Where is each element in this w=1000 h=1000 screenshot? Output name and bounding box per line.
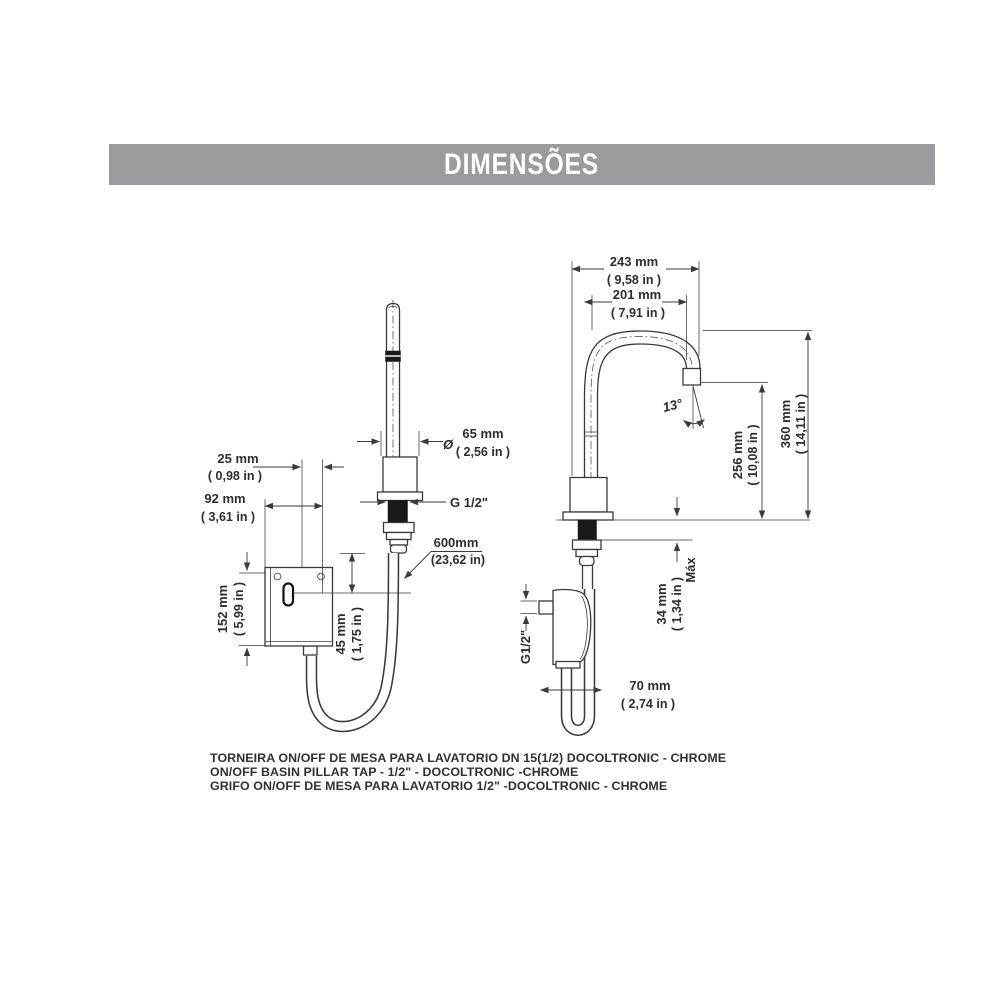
side-view-control-box xyxy=(538,565,594,669)
diameter-symbol: Ø xyxy=(443,437,454,452)
dim-201-in-text: ( 7,91 in ) xyxy=(611,306,665,320)
dim-92-mm-text: 92 mm xyxy=(204,491,245,506)
header-bar: DIMENSÕES xyxy=(109,144,935,185)
side-view-hose-loop xyxy=(560,589,596,736)
dim-34-in-text: ( 1,34 in ) xyxy=(670,577,684,631)
front-thread-label: G 1/2" xyxy=(450,495,488,510)
description-line-2: ON/OFF BASIN PILLAR TAP - 1/2" - DOCOLTR… xyxy=(210,765,579,779)
dim-243-in-text: ( 9,58 in ) xyxy=(607,273,661,287)
dim-201-mm-text: 201 mm xyxy=(613,287,661,302)
sensor-window xyxy=(282,582,295,607)
dim-152-in-text: ( 5,99 in ) xyxy=(232,582,246,636)
side-view-dimensions: 243 mm ( 9,58 in ) 201 mm ( 7,91 in ) 36… xyxy=(518,254,812,711)
dim-45-mm-text: 45 mm xyxy=(333,613,348,654)
front-view-control-box xyxy=(264,566,411,656)
dim-34-max-text: Máx xyxy=(683,557,698,583)
dim-34-mm-text: 34 mm xyxy=(654,583,669,624)
spout-angle-label: 13° xyxy=(661,395,684,415)
dim-70-mm-text: 70 mm xyxy=(629,678,670,693)
dim-45-in-text: ( 1,75 in ) xyxy=(350,607,364,661)
dim-70-in-text: ( 2,74 in ) xyxy=(621,697,675,711)
dim-360-mm-text: 360 mm xyxy=(778,400,793,448)
description-line-1: TORNEIRA ON/OFF DE MESA PARA LAVATORIO D… xyxy=(210,751,727,765)
description-line-3: GRIFO ON/OFF DE MESA PARA LAVATORIO 1/2"… xyxy=(210,779,668,793)
dim-25-in-text: ( 0,98 in ) xyxy=(208,469,262,483)
front-view-tap xyxy=(376,300,424,556)
dim-360-in-text: ( 14,11 in ) xyxy=(794,394,808,454)
product-description: TORNEIRA ON/OFF DE MESA PARA LAVATORIO D… xyxy=(210,751,850,793)
page-title: DIMENSÕES xyxy=(444,147,600,181)
dim-256-mm-text: 256 mm xyxy=(730,431,745,479)
dim-243-mm-text: 243 mm xyxy=(610,254,658,269)
dim-65-mm-text: 65 mm xyxy=(462,426,503,441)
front-view-hose xyxy=(305,552,400,733)
hose-600-mm-text: 600mm xyxy=(434,535,479,550)
dim-65-in-text: ( 2,56 in ) xyxy=(456,445,510,459)
dim-152-mm-text: 152 mm xyxy=(215,585,230,633)
side-thread-label: G1/2" xyxy=(518,630,533,664)
side-inlet-port xyxy=(538,600,554,615)
side-view-tap xyxy=(556,330,810,567)
hose-600-in-text: (23,62 in) xyxy=(431,553,485,567)
dim-256-in-text: ( 10,08 in ) xyxy=(746,424,760,485)
front-view-dimensions: 25 mm ( 0,98 in ) 92 mm ( 3,61 in ) 152 … xyxy=(201,426,510,666)
dim-92-in-text: ( 3,61 in ) xyxy=(201,510,255,524)
dim-25-mm-text: 25 mm xyxy=(217,451,258,466)
